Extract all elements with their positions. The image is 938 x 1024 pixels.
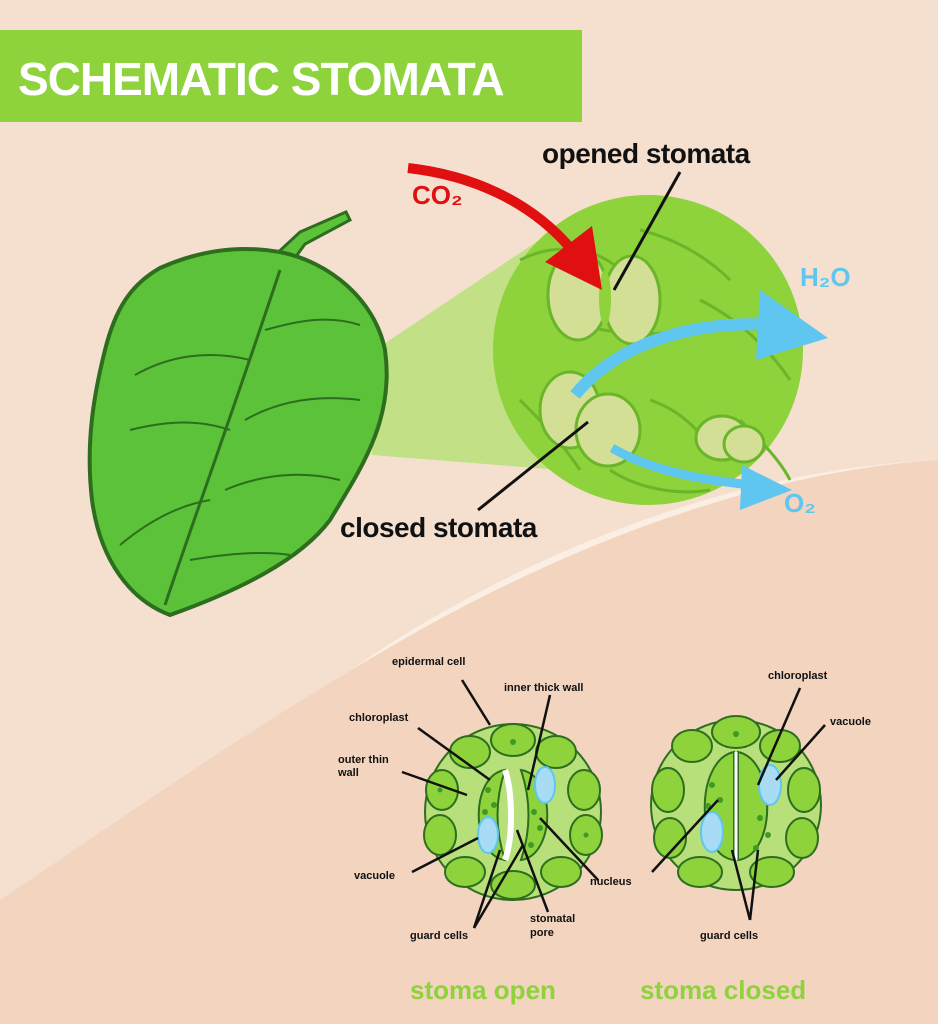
stoma-open-diagram [401,679,603,929]
epidermal-cell-label: epidermal cell [392,656,466,668]
stoma-closed-caption: stoma closed [640,975,807,1005]
page-title: SCHEMATIC STOMATA [18,53,505,105]
stomatal-pore-label: stomatal pore [530,913,576,939]
o2-label: O₂ [784,488,816,518]
leaf-icon [87,210,389,618]
o2-arrow-icon [609,444,792,510]
vacuole-closed-label: vacuole [830,716,871,728]
h2o-label: H₂O [800,262,851,292]
opened-leader-line [612,171,682,291]
guard-cells-open-label: guard cells [410,930,469,942]
closed-leader-line [477,420,589,512]
outer-thin-wall-label: outer thin wall [338,754,389,779]
co2-label: CO₂ [412,180,463,210]
stoma-closed-diagram [650,687,826,921]
closed-stoma-small-icon [694,414,766,464]
title-banner [0,30,582,122]
vacuole-open-label: vacuole [354,870,395,882]
h2o-arrow-icon [570,290,828,399]
guard-cells-closed-label: guard cells [700,930,759,942]
chloroplast-open-label: chloroplast [349,712,409,724]
nucleus-label: nucleus [590,876,632,888]
stoma-open-caption: stoma open [410,975,556,1005]
closed-stomata-label: closed stomata [340,512,537,543]
opened-stomata-label: opened stomata [542,138,750,169]
inner-thick-wall-label: inner thick wall [504,682,584,694]
chloroplast-closed-label: chloroplast [768,670,828,682]
magnified-epidermis [493,195,803,505]
co2-arrow-icon [407,163,602,290]
